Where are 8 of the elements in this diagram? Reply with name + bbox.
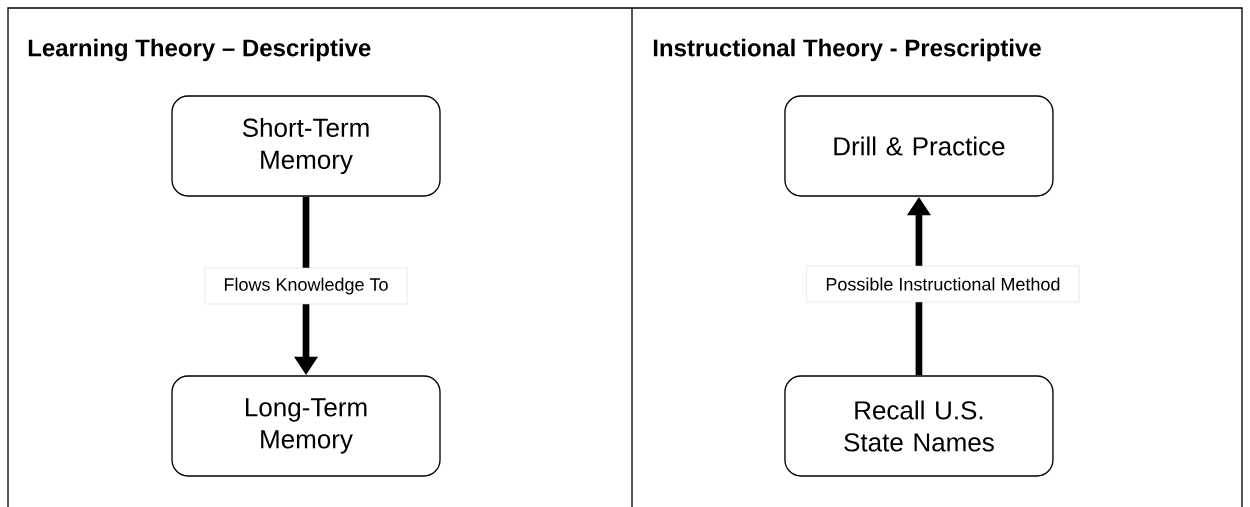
process-box: Long-Term Memory	[171, 375, 441, 477]
heading: Learning Theory – Descriptive	[28, 38, 371, 62]
edge-label: Flows Knowledge To	[204, 267, 408, 305]
process-box: Short-Term Memory	[171, 95, 441, 197]
edge-label: Possible Instructional Method	[806, 265, 1080, 303]
heading: Instructional Theory - Prescriptive	[653, 38, 1041, 62]
process-box: Recall U.S. State Names	[784, 375, 1054, 477]
process-box: Drill & Practice	[784, 95, 1054, 197]
